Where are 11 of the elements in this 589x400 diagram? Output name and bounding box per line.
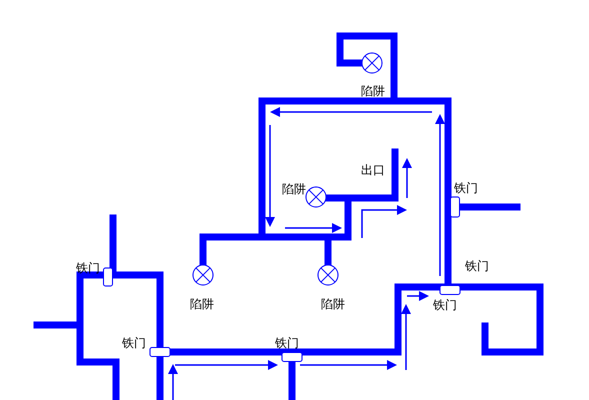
- map-label: 铁门: [275, 336, 299, 350]
- map-label: 出口: [361, 163, 385, 177]
- map-label: 陷阱: [282, 182, 306, 196]
- map-label: 陷阱: [361, 84, 385, 98]
- map-label: 铁门: [454, 181, 478, 195]
- map-label: 陷阱: [190, 297, 214, 311]
- map-label: 铁门: [433, 298, 457, 312]
- map-label: 陷阱: [321, 297, 345, 311]
- map-label: 铁门: [465, 259, 489, 273]
- map-label: 铁门: [76, 261, 100, 275]
- map-label: 铁门: [122, 336, 146, 350]
